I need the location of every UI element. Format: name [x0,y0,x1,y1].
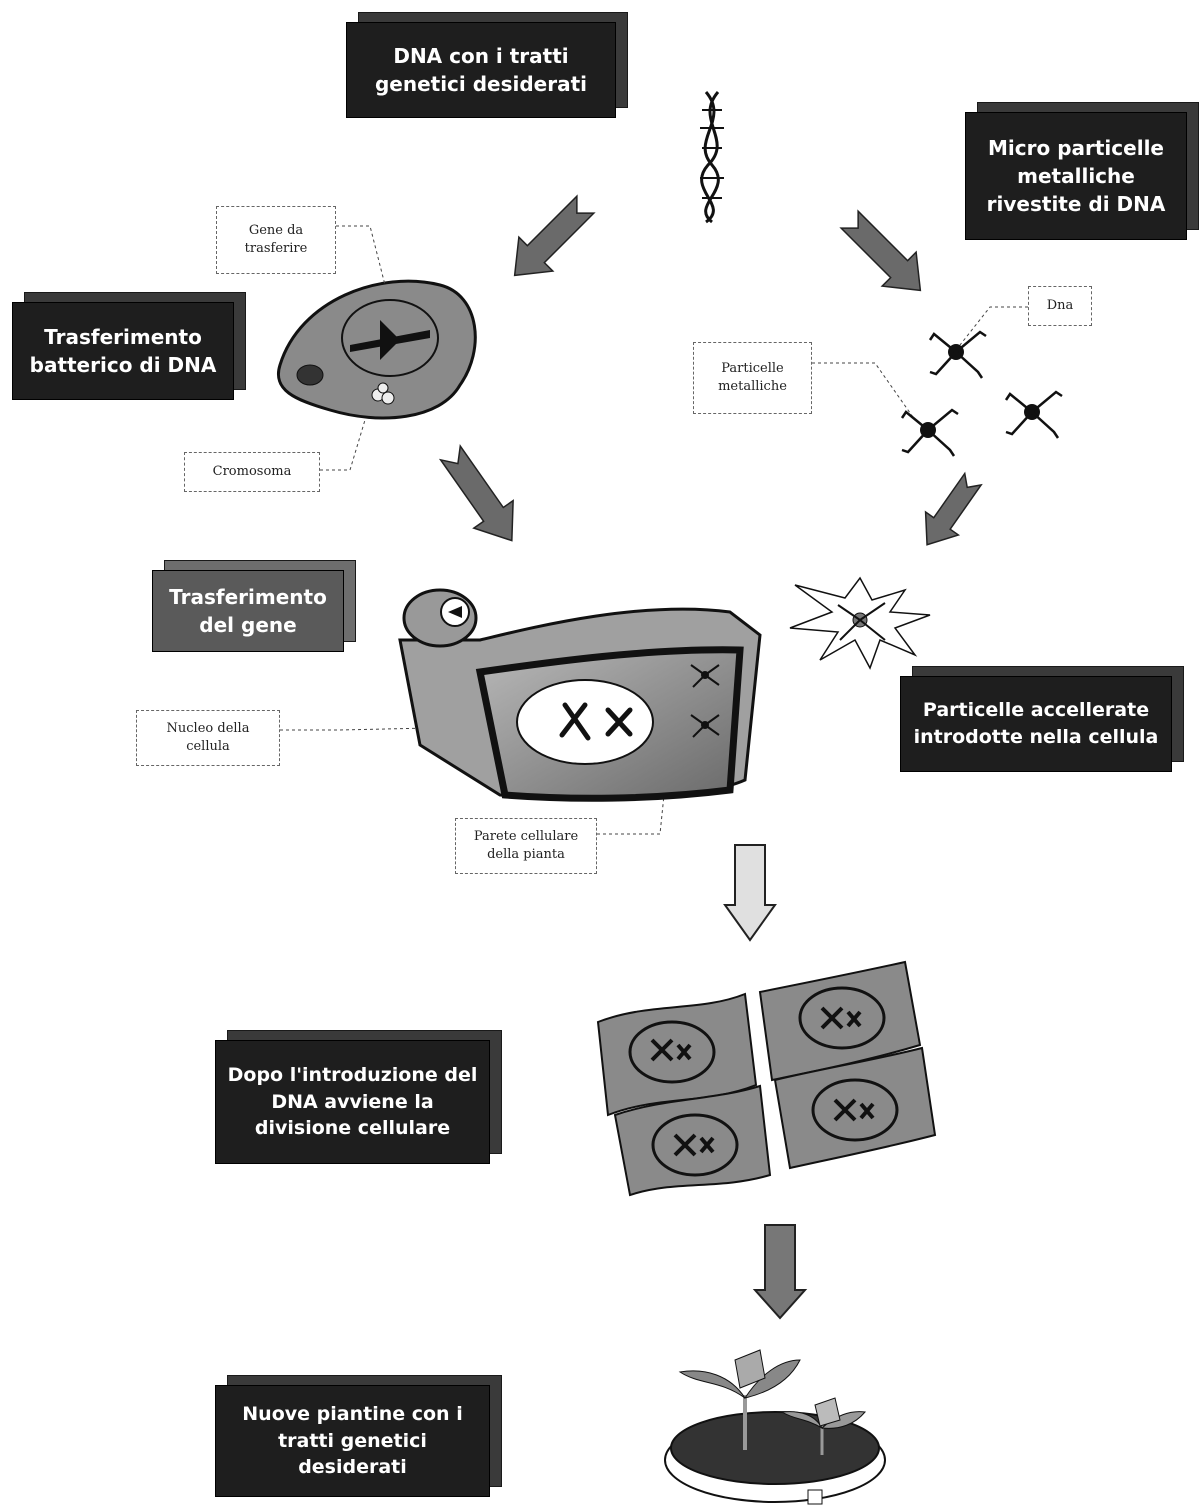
bacterium-cell-icon [277,279,477,420]
plant-cell-icon [398,588,762,802]
arrow-bacteria-to-cell [438,444,514,542]
box-cell-division-text: Dopo l'introduzione del DNA avviene la d… [215,1040,490,1164]
metal-particles-icon [900,330,1063,457]
arrow-dna-to-particles [839,209,922,292]
box-new-plants: Nuove piantine con i tratti genetici des… [215,1375,502,1497]
arrow-dna-to-bacteria [513,194,596,277]
box-dna-traits-text: DNA con i tratti genetici desiderati [346,22,616,118]
caption-chromosome: Cromosoma [184,452,320,492]
arrow-cell-to-division [723,844,777,942]
box-bacterial-transfer: Trasferimento batterico di DNA [12,292,246,400]
caption-cell-nucleus: Nucleo della cellula [136,710,280,766]
divided-cells-icon [596,960,937,1197]
box-gene-transfer: Trasferimento del gene [152,560,356,652]
box-bacterial-transfer-text: Trasferimento batterico di DNA [12,302,234,400]
particle-burst-icon [789,576,931,670]
box-gene-transfer-text: Trasferimento del gene [152,570,344,652]
dna-helix-icon [700,91,724,224]
box-accelerated-particles: Particelle accellerate introdotte nella … [900,666,1184,772]
box-micro-particles: Micro particelle metalliche rivestite di… [965,102,1199,240]
box-new-plants-text: Nuove piantine con i tratti genetici des… [215,1385,490,1497]
box-micro-particles-text: Micro particelle metalliche rivestite di… [965,112,1187,240]
box-cell-division: Dopo l'introduzione del DNA avviene la d… [215,1030,502,1164]
caption-dna: Dna [1028,286,1092,326]
arrow-particles-to-burst [924,471,983,546]
caption-metal-particles: Particelle metalliche [693,342,812,414]
arrow-division-to-plants [752,1224,808,1320]
box-dna-traits: DNA con i tratti genetici desiderati [346,12,628,118]
caption-gene-to-transfer: Gene da trasferire [216,206,336,274]
caption-plant-cell-wall: Parete cellulare della pianta [455,818,597,874]
box-accelerated-particles-text: Particelle accellerate introdotte nella … [900,676,1172,772]
petri-dish-seedlings-icon [664,1349,886,1505]
